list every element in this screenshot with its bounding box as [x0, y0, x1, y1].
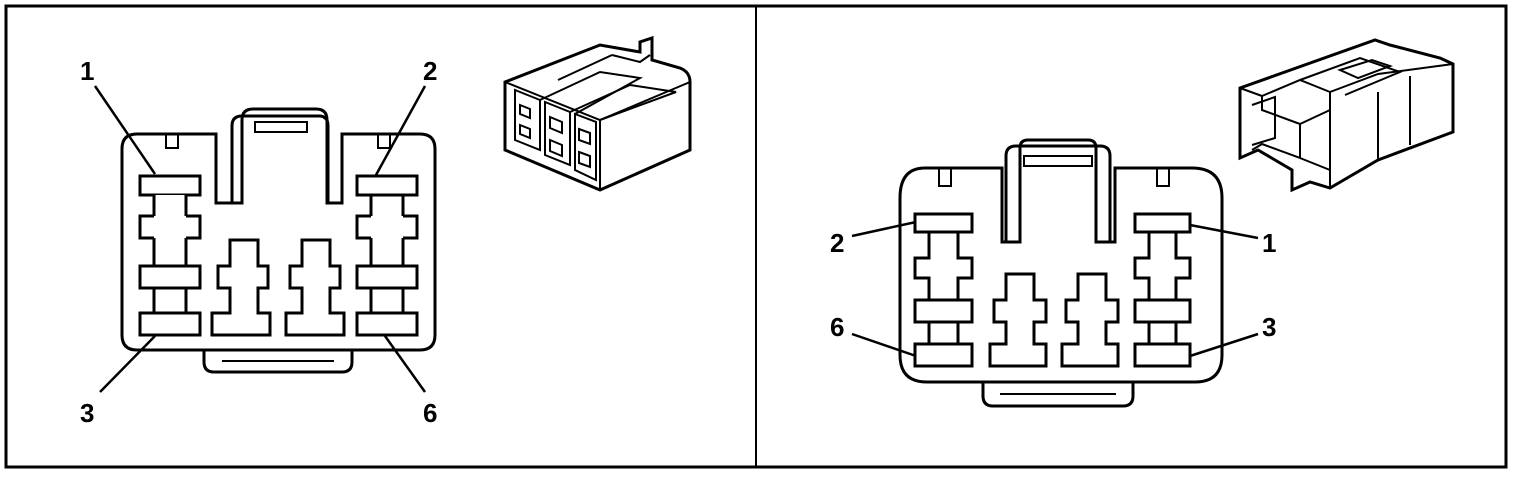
left-cavity-6: [355, 264, 419, 337]
left-leader-3: [99, 335, 156, 393]
left-pin-label-3: 3: [80, 398, 94, 428]
left-pin-label-6: 6: [423, 398, 437, 428]
left-pin-label-1: 1: [80, 56, 94, 86]
left-leader-1: [93, 85, 157, 175]
right-cavity-2: [913, 212, 974, 300]
right-leader-3: [1189, 332, 1259, 358]
left-cavity-5: [284, 238, 346, 337]
left-key-1: [165, 134, 179, 149]
right-latch-window: [1023, 155, 1093, 167]
left-cavity-2: [355, 174, 419, 266]
right-leader-2: [851, 220, 917, 238]
right-latch: [1004, 144, 1112, 242]
right-cavity-1: [1133, 212, 1192, 300]
right-leader-6: [851, 332, 917, 358]
left-cavity-1: [138, 174, 202, 268]
left-cavity-4: [210, 238, 272, 337]
left-latch-window: [254, 121, 308, 133]
right-pin-label-2: 2: [830, 228, 844, 258]
right-pin-label-1: 1: [1262, 228, 1276, 258]
left-pin-label-2: 2: [423, 56, 437, 86]
right-cavity-3: [1133, 298, 1192, 368]
right-key-2: [1156, 168, 1170, 187]
connector-body-iso-icon: [1238, 38, 1455, 193]
left-leader-6: [383, 335, 427, 393]
left-panel: 1 2 3 6: [80, 35, 692, 428]
right-key-1: [938, 168, 952, 187]
right-cavity-5: [1060, 272, 1120, 368]
left-bottom-tab: [202, 350, 354, 374]
right-pin-label-3: 3: [1262, 312, 1276, 342]
right-connector-face: [898, 138, 1224, 384]
left-cavity-3: [138, 264, 202, 337]
right-bottom-tab: [981, 382, 1135, 408]
right-cavity-6: [913, 298, 974, 368]
left-leader-2: [374, 85, 427, 176]
left-key-2: [377, 134, 391, 149]
right-cavity-4: [988, 272, 1048, 368]
left-connector-face: [120, 107, 437, 352]
right-panel: 2 1 6 3: [830, 38, 1455, 408]
connector-body-iso-icon: [503, 35, 692, 192]
right-pin-label-6: 6: [830, 312, 844, 342]
right-leader-1: [1189, 223, 1259, 240]
left-latch: [230, 114, 330, 203]
